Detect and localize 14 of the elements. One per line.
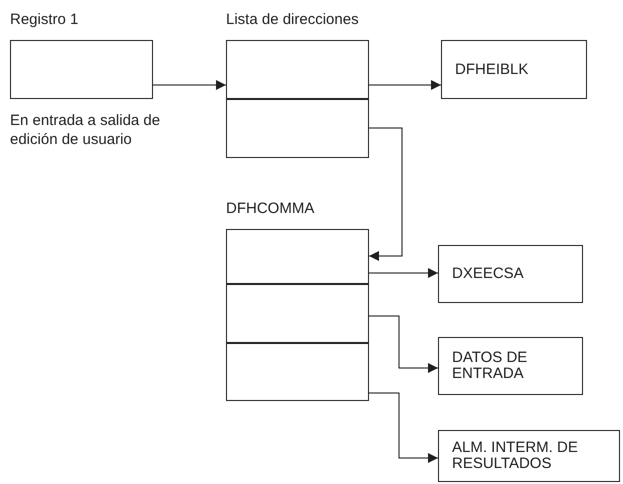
- node-heading: DFHCOMMA: [226, 199, 314, 219]
- block-label: DFHEIBLK: [455, 62, 528, 78]
- arrow: [368, 128, 402, 261]
- arrow: [368, 392, 438, 463]
- node-heading: Lista de direcciones: [226, 10, 359, 30]
- arrow: [368, 316, 438, 373]
- block-label: DATOS DE ENTRADA: [452, 350, 528, 382]
- block-label: DXEECSA: [452, 266, 524, 282]
- arrow: [368, 268, 438, 278]
- node-heading: Registro 1: [10, 10, 78, 30]
- arrow: [368, 80, 442, 90]
- arrow: [152, 80, 226, 90]
- block-caption: En entrada a salida de edición de usuario: [10, 111, 162, 149]
- block-label: ALM. INTERM. DE RESULTADOS: [452, 440, 579, 472]
